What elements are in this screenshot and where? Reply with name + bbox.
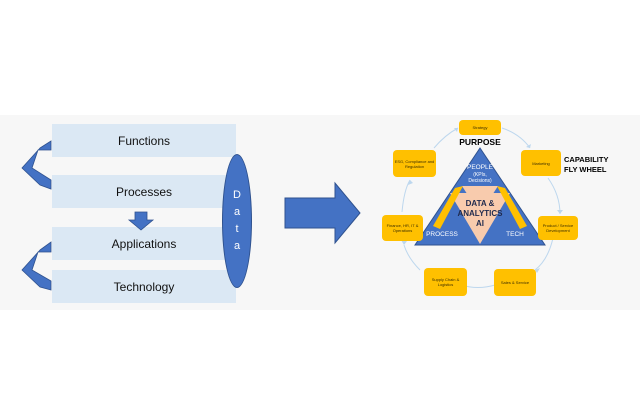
- center-label: DATA & ANALYTICS AI: [457, 199, 503, 228]
- layer-technology: Technology: [52, 270, 236, 303]
- data-letter: a: [233, 240, 241, 252]
- capability-flywheel-caption: CAPABILITY FLY WHEEL: [564, 155, 609, 174]
- down-arrow-icon: [127, 211, 155, 231]
- left-ribbon: [433, 186, 463, 229]
- upper-bracket-arrow-icon: [21, 140, 52, 190]
- data-letter: D: [233, 189, 241, 201]
- node-marketing: Marketing: [521, 150, 561, 176]
- layer-processes: Processes: [52, 175, 236, 208]
- node-strategy: Strategy: [459, 120, 501, 135]
- layer-applications: Applications: [52, 227, 236, 260]
- transition-arrow-icon: [284, 181, 361, 245]
- node-esg-compliance: ESG, Compliance and Regulation: [393, 150, 436, 177]
- node-product-service: Product / Service Development: [538, 216, 578, 240]
- purpose-label: PURPOSE: [459, 137, 501, 147]
- tech-label: TECH: [506, 231, 524, 238]
- right-ribbon: [497, 186, 527, 229]
- layer-functions: Functions: [52, 124, 236, 157]
- process-label: PROCESS: [426, 231, 458, 238]
- people-label: PEOPLE (KPIs, Decisions): [466, 164, 493, 184]
- data-oval: D a t a: [222, 154, 252, 288]
- data-letter: a: [233, 206, 241, 218]
- lower-bracket-arrow-icon: [21, 241, 52, 291]
- data-letter: t: [235, 223, 239, 235]
- center-shape: [450, 193, 510, 244]
- node-supply-chain: Supply Chain & Logistics: [424, 268, 467, 296]
- flywheel-ring: [401, 127, 561, 288]
- node-finance-hr-it: Finance, HR, IT & Operations: [382, 215, 423, 241]
- node-sales-service: Sales & Service: [494, 269, 536, 296]
